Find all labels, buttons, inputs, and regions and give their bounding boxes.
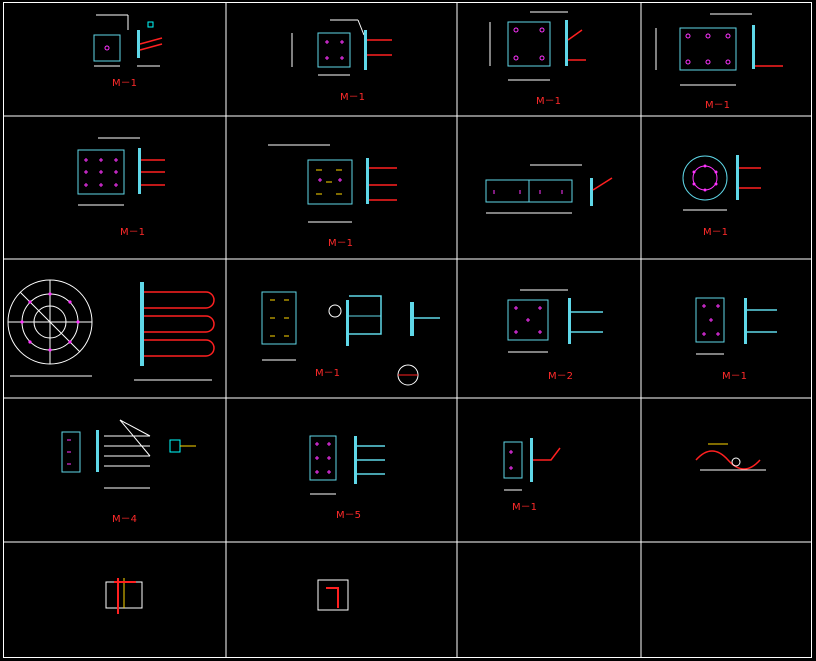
embed-plate-detail-m1-b: M－1 [291,19,392,103]
section-label: M－1 [120,227,145,238]
section-label: M－1 [112,78,137,89]
section-label: M－1 [340,92,365,103]
section-label: M－1 [722,371,747,382]
section-label: M－1 [703,227,728,238]
circular-plate-detail [7,279,215,381]
section-label: M－1 [705,100,730,111]
embed-plate-detail-m1-j: M－1 [695,297,777,382]
embed-plate-detail-m4: M－4 [61,419,196,525]
embed-plate-detail-m1-i: M－1 [261,291,440,386]
section-label: M－2 [548,371,573,382]
section-label: M－5 [336,510,361,521]
column-joint-detail-b [317,579,349,611]
embed-plate-detail-m1-h: M－1 [682,155,761,238]
section-label: M－1 [536,96,561,107]
column-joint-detail-a [105,578,143,614]
section-label: M－1 [512,502,537,513]
wavy-rebar-detail [695,443,766,471]
grid-frame [3,2,812,658]
embed-plate-detail-m1-c: M－1 [489,11,586,107]
embed-plate-detail-m1-k: M－1 [503,438,561,513]
embed-plate-detail-m1-a: M－1 [93,14,163,89]
embed-plate-detail-m5: M－5 [309,435,385,521]
embed-plate-detail-m1-d: M－1 [655,13,783,111]
section-label: M－1 [328,238,353,249]
section-label: M－1 [315,368,340,379]
embed-plate-detail-m1-f: M－1 [268,144,397,249]
embed-plate-detail-m2: M－2 [507,289,603,382]
embed-plate-detail-m1-e: M－1 [77,137,165,238]
section-label: M－4 [112,514,137,525]
embed-plate-detail-m1-g [485,164,613,214]
